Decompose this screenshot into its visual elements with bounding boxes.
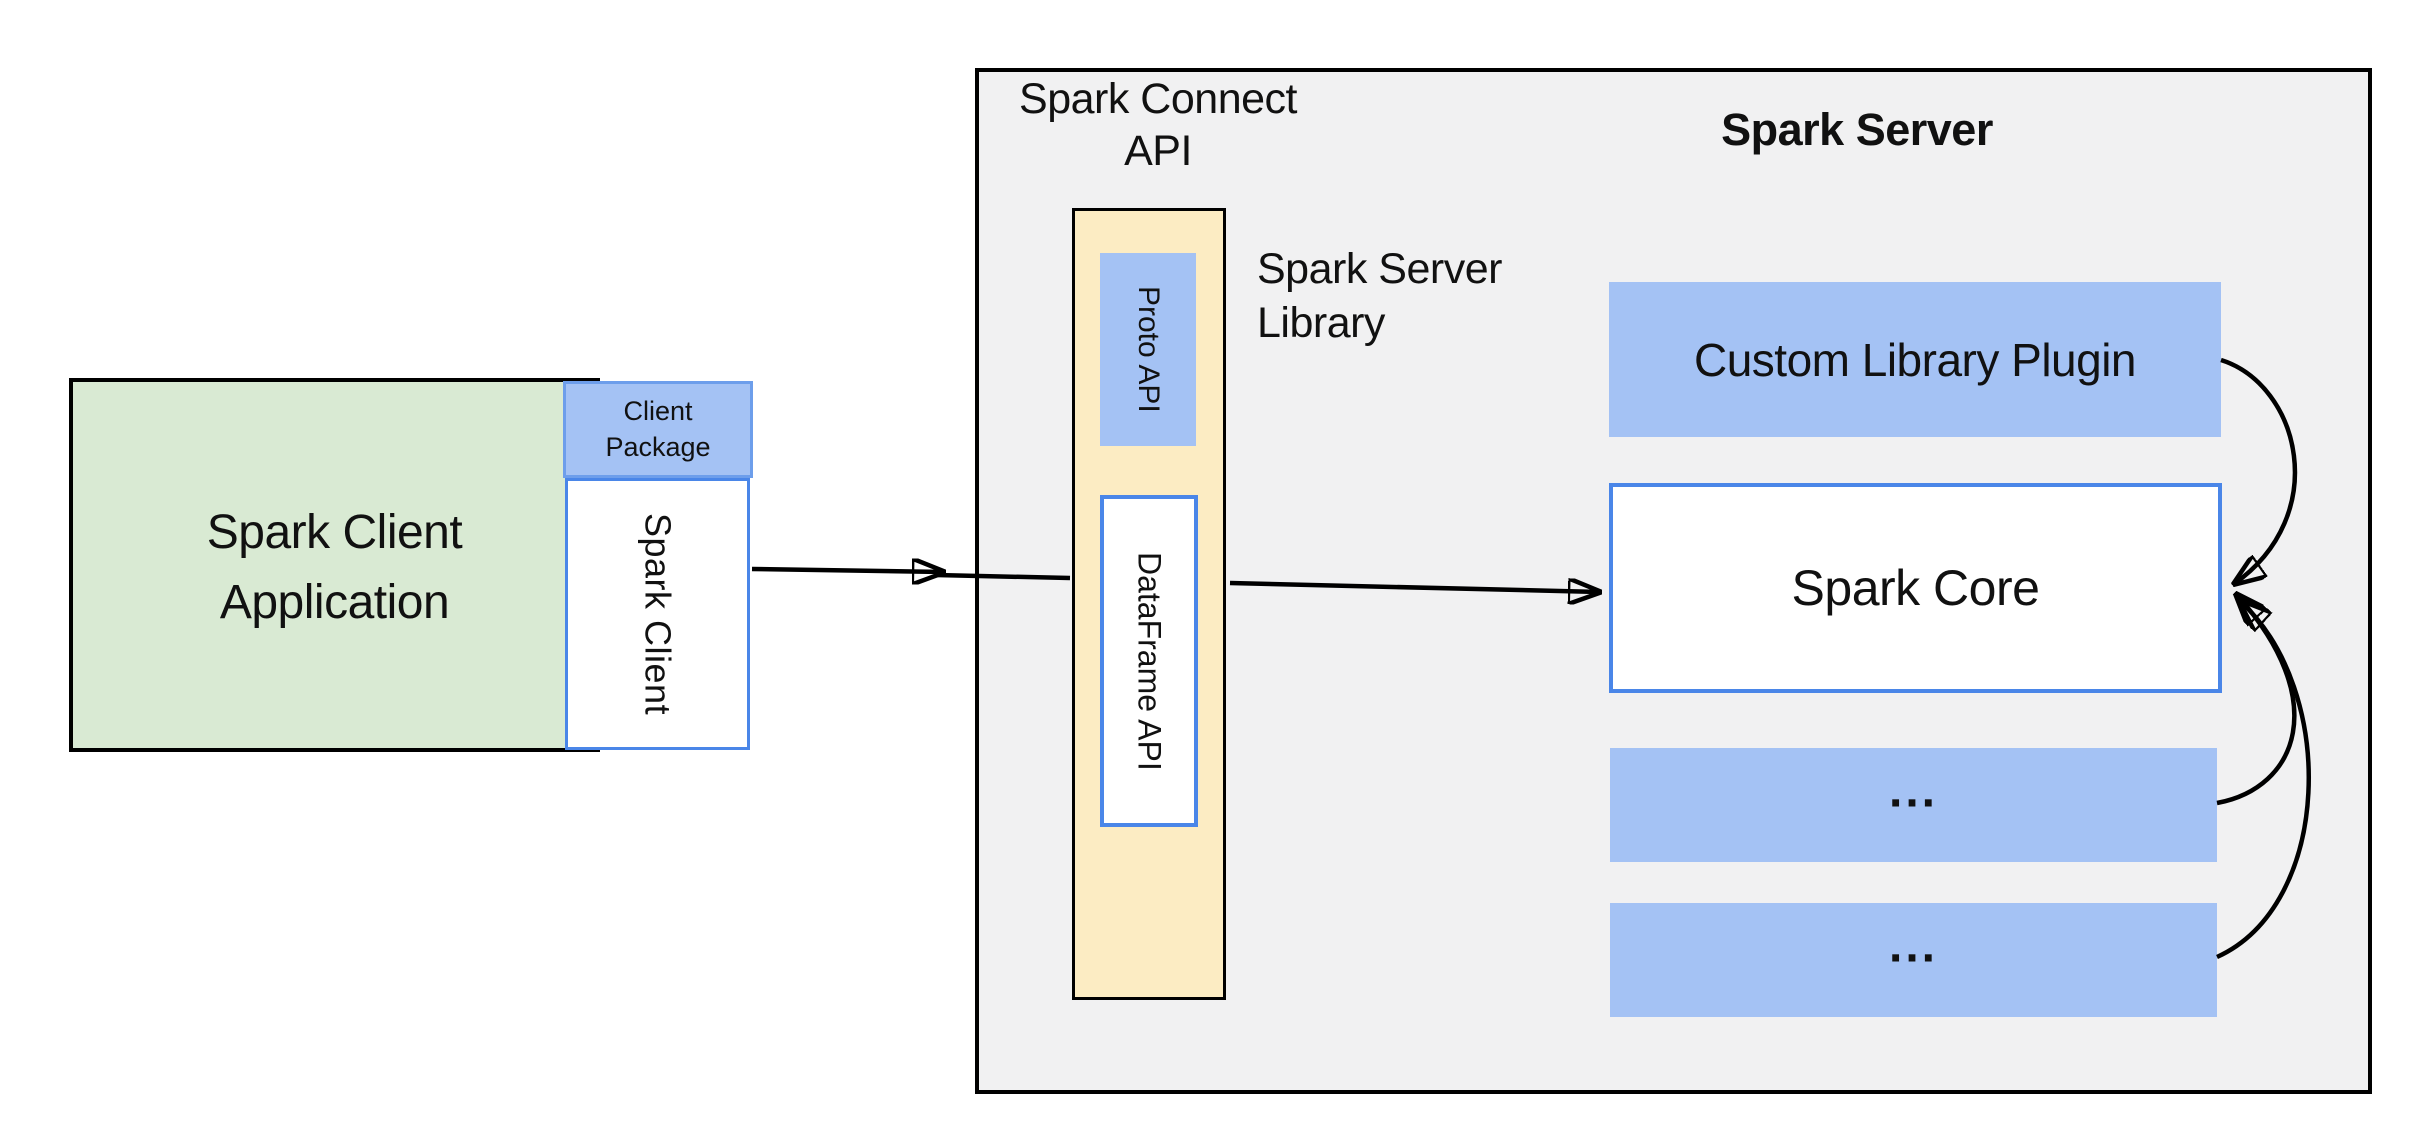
arrow-client-to-connect [751,569,944,572]
spark-core-label: Spark Core [1791,560,2040,616]
spark-core-box: Spark Core [1609,483,2222,693]
client-package-box: Client Package [563,381,753,478]
plugin-placeholder-2-label: ... [1888,919,1938,973]
plugin-placeholder-1-label: ... [1888,764,1938,818]
spark-server-library-label: Spark Server Library [1257,245,1502,347]
client-package-label: Client Package [605,396,711,462]
proto-api-label: Proto API [1132,286,1165,413]
custom-library-plugin-label: Custom Library Plugin [1693,333,2137,386]
spark-client-application-label: Spark Client Application [206,506,463,629]
custom-library-plugin-box: Custom Library Plugin [1609,282,2221,437]
spark-client-label: Spark Client [637,512,679,716]
spark-client-application-box [69,378,600,752]
plugin-placeholder-box-2: ... [1610,903,2217,1017]
plugin-placeholder-box-1: ... [1610,748,2217,862]
spark-connect-api-label: Spark Connect API [1019,75,1297,175]
dataframe-api-label: DataFrame API [1131,551,1168,771]
spark-client-box: Spark Client [565,478,750,750]
dataframe-api-box: DataFrame API [1100,495,1198,827]
spark-server-title: Spark Server [1721,104,1993,155]
proto-api-box: Proto API [1100,253,1196,446]
